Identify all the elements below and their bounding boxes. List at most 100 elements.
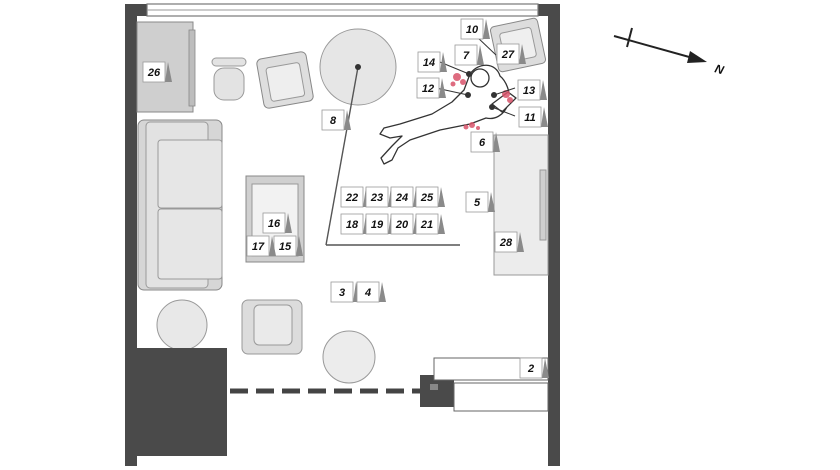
armchair-top <box>256 51 314 109</box>
evidence-marker-tent <box>493 132 500 152</box>
side-chair-round <box>211 57 247 101</box>
sofa <box>137 119 223 291</box>
evidence-marker-card <box>518 106 542 128</box>
evidence-marker-15: 15 <box>273 235 303 257</box>
evidence-marker-number: 4 <box>364 287 371 299</box>
evidence-marker-tent <box>477 45 484 65</box>
evidence-marker-number: 23 <box>370 192 383 204</box>
blood-stains <box>450 73 513 130</box>
evidence-marker-number: 26 <box>147 67 161 79</box>
evidence-marker-tent <box>541 107 548 127</box>
evidence-marker-number: 6 <box>479 137 486 149</box>
fireplace-block <box>137 348 227 456</box>
evidence-marker-number: 15 <box>279 241 292 253</box>
evidence-marker-tent <box>483 19 490 39</box>
evidence-marker-4: 4 <box>356 281 386 303</box>
evidence-marker-tent <box>438 187 445 207</box>
evidence-marker-tent <box>542 358 549 378</box>
evidence-marker-number: 22 <box>345 192 358 204</box>
evidence-marker-number: 5 <box>474 197 481 209</box>
evidence-marker-tent <box>379 282 386 302</box>
evidence-marker-card <box>330 281 354 303</box>
north-arrow: N <box>613 27 726 77</box>
evidence-marker-number: 8 <box>330 115 337 127</box>
evidence-marker-card <box>321 109 345 131</box>
evidence-marker-number: 12 <box>422 83 434 95</box>
evidence-marker-number: 2 <box>527 363 534 375</box>
evidence-marker-25: 25 <box>415 186 445 208</box>
evidence-marker-number: 3 <box>339 287 345 299</box>
evidence-marker-13: 13 <box>517 79 547 101</box>
evidence-marker-7: 7 <box>454 44 484 66</box>
evidence-marker-tent <box>344 110 351 130</box>
trajectory-origin-point <box>355 64 361 70</box>
evidence-marker-21: 21 <box>415 213 445 235</box>
evidence-marker-26: 26 <box>142 61 172 83</box>
evidence-marker-27: 27 <box>496 43 526 65</box>
device-port <box>430 384 438 390</box>
evidence-marker-tent <box>519 44 526 64</box>
evidence-marker-number: 10 <box>466 24 479 36</box>
evidence-marker-card <box>494 231 518 253</box>
north-label: N <box>713 61 726 77</box>
evidence-marker-28: 28 <box>494 231 524 253</box>
body-outline <box>379 64 517 165</box>
evidence-marker-card <box>470 131 494 153</box>
evidence-marker-tent <box>269 236 276 256</box>
evidence-marker-card <box>365 186 389 208</box>
evidence-marker-12: 12 <box>416 77 446 99</box>
evidence-marker-tent <box>440 52 447 72</box>
evidence-marker-number: 18 <box>346 219 359 231</box>
evidence-marker-tent <box>285 213 292 233</box>
evidence-marker-8: 8 <box>321 109 351 131</box>
evidence-marker-6: 6 <box>470 131 500 153</box>
evidence-marker-card <box>415 186 439 208</box>
west-wall <box>125 4 137 466</box>
evidence-marker-tent <box>488 192 495 212</box>
evidence-marker-5: 5 <box>465 191 495 213</box>
window-jamb-left <box>137 4 147 16</box>
evidence-marker-card <box>356 281 380 303</box>
evidence-marker-number: 14 <box>423 57 435 69</box>
evidence-marker-number: 16 <box>268 218 281 230</box>
armchair-lower <box>241 299 303 355</box>
evidence-marker-card <box>415 213 439 235</box>
window-jamb-right <box>538 4 548 16</box>
media-console <box>493 134 549 276</box>
evidence-marker-tent <box>296 236 303 256</box>
evidence-marker-number: 13 <box>523 85 535 97</box>
evidence-marker-card <box>417 51 441 73</box>
evidence-marker-11: 11 <box>518 106 548 128</box>
evidence-marker-card <box>142 61 166 83</box>
evidence-marker-number: 20 <box>395 219 409 231</box>
evidence-marker-tent <box>165 62 172 82</box>
evidence-marker-number: 17 <box>252 241 265 253</box>
evidence-marker-card <box>519 357 543 379</box>
evidence-marker-number: 27 <box>501 49 515 61</box>
evidence-marker-number: 11 <box>524 112 535 124</box>
evidence-marker-card <box>262 212 286 234</box>
evidence-marker-23: 23 <box>365 186 395 208</box>
round-ottoman <box>156 299 208 351</box>
evidence-marker-card <box>390 213 414 235</box>
evidence-marker-tent <box>438 214 445 234</box>
evidence-marker-number: 7 <box>463 50 470 62</box>
evidence-marker-number: 25 <box>420 192 434 204</box>
evidence-marker-number: 19 <box>371 219 384 231</box>
evidence-marker-card <box>365 213 389 235</box>
evidence-marker-card <box>340 186 364 208</box>
evidence-marker-card <box>465 191 489 213</box>
round-side-table <box>322 330 376 384</box>
evidence-marker-20: 20 <box>390 213 420 235</box>
trajectory-line <box>325 66 359 246</box>
evidence-marker-card <box>416 77 440 99</box>
evidence-marker-2: 2 <box>519 357 549 379</box>
evidence-marker-10: 10 <box>460 18 490 40</box>
east-wall <box>548 4 560 466</box>
evidence-marker-card <box>454 44 478 66</box>
evidence-marker-3: 3 <box>330 281 360 303</box>
cabinet-door-edge <box>188 29 196 107</box>
evidence-marker-14: 14 <box>417 51 447 73</box>
